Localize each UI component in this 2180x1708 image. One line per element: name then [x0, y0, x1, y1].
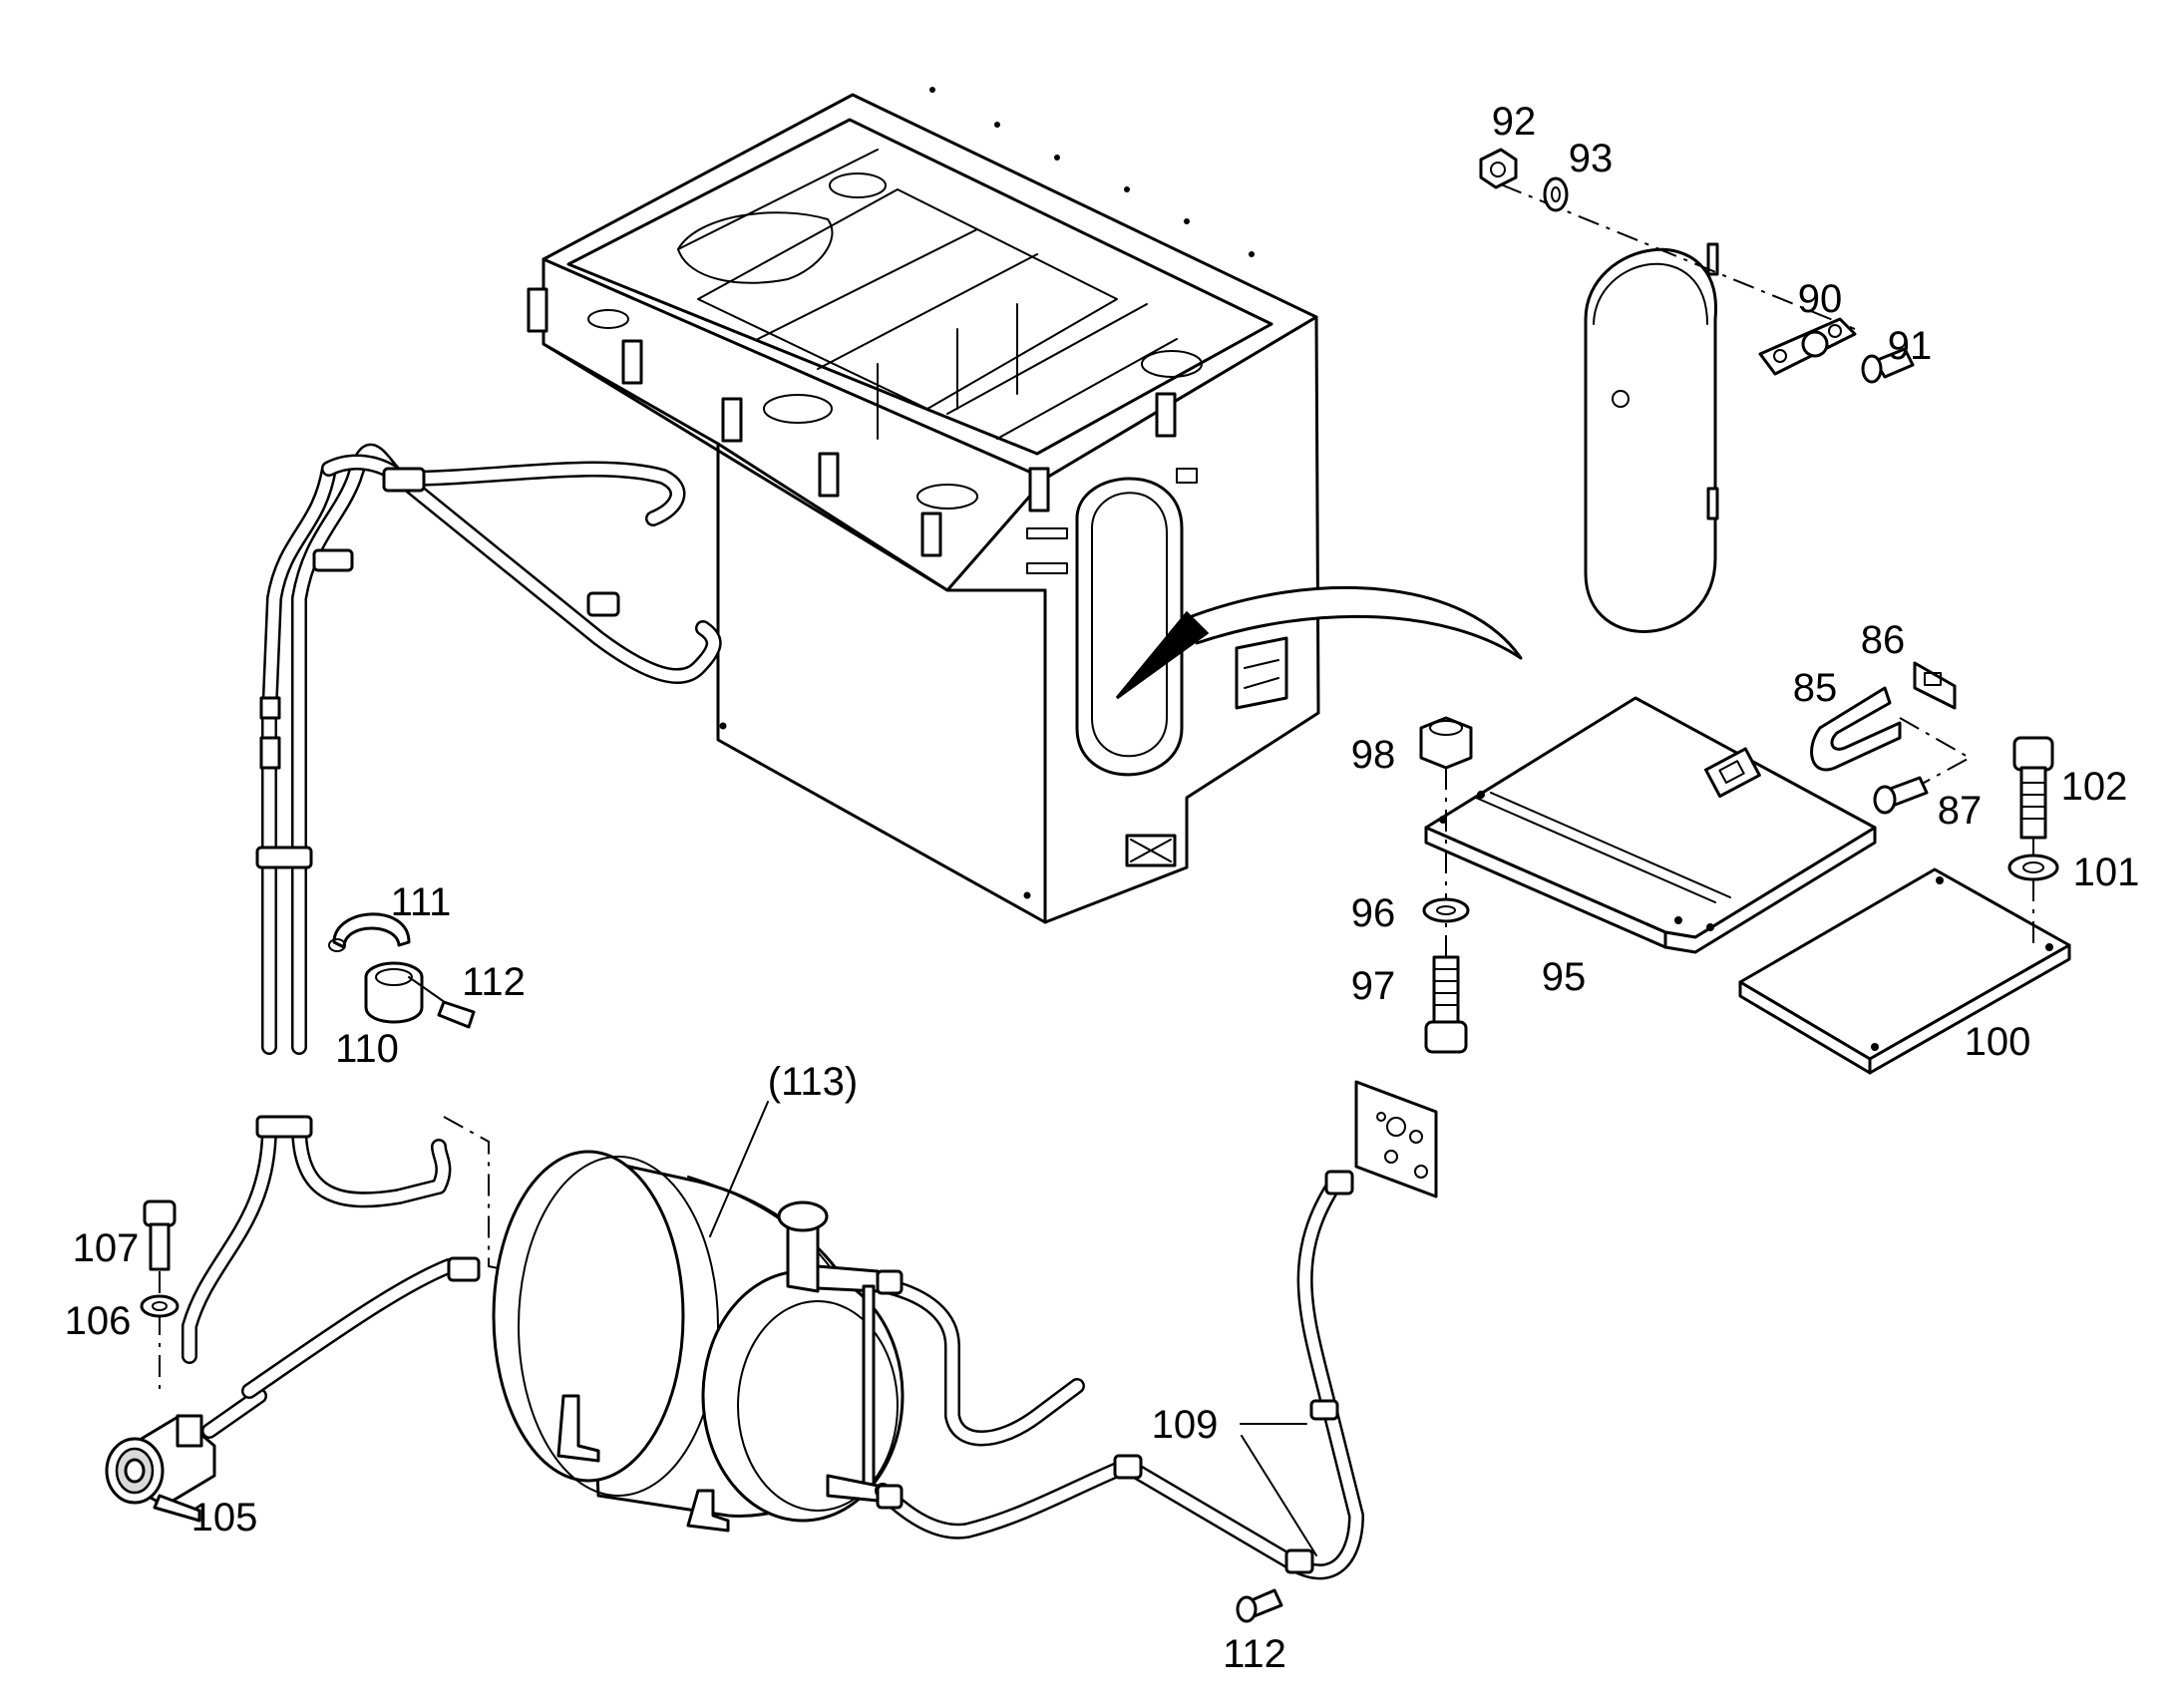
- screw-87: [1873, 776, 1929, 815]
- bolt-97: [1424, 955, 1468, 1054]
- latch-plate-90: [1758, 317, 1857, 376]
- label-87: 87: [1938, 789, 1983, 833]
- label-97: 97: [1351, 964, 1396, 1008]
- label-92: 92: [1492, 100, 1537, 144]
- label-112-upper: 112: [462, 960, 526, 1004]
- tank-113: [492, 1150, 905, 1533]
- access-door: [1584, 242, 1719, 633]
- label-102: 102: [2061, 765, 2128, 809]
- label-100: 100: [1965, 1020, 2031, 1064]
- sleeve-110: [364, 961, 424, 1024]
- label-112-lower: 112: [1223, 1632, 1286, 1676]
- label-110: 110: [335, 1027, 399, 1071]
- label-105: 105: [191, 1496, 258, 1539]
- label-95: 95: [1542, 955, 1587, 999]
- hose-109: [1113, 1170, 1364, 1580]
- washer-106: [140, 1294, 180, 1318]
- cover-plate-100: [1738, 867, 2071, 1075]
- cover-plate-95: [1424, 696, 1877, 954]
- assembly-arrow: [1115, 585, 1523, 700]
- label-109: 109: [1152, 1403, 1219, 1447]
- label-101: 101: [2073, 851, 2140, 894]
- nut-98: [1419, 716, 1473, 770]
- pump-105: [105, 1388, 267, 1523]
- label-113: (113): [768, 1060, 858, 1104]
- flange-plate: [1354, 1080, 1438, 1198]
- label-96: 96: [1351, 891, 1396, 935]
- washer-96: [1422, 897, 1470, 923]
- clip-86: [1913, 661, 1957, 710]
- label-90: 90: [1798, 277, 1843, 321]
- cabinet-frame: [527, 87, 1320, 924]
- label-107: 107: [73, 1226, 140, 1270]
- clip-axis-line: [1899, 717, 1973, 789]
- screw-112-upper: [437, 1000, 476, 1029]
- label-98: 98: [1351, 733, 1396, 777]
- clamp-111: [328, 912, 411, 952]
- screw-112-lower: [1236, 1588, 1283, 1623]
- washer-101: [2007, 854, 2059, 881]
- label-93: 93: [1569, 137, 1614, 180]
- callout-labels: 92 93 90 91 86 85 87 102 101 98 96 97 95…: [65, 100, 2140, 1676]
- label-111: 111: [391, 880, 452, 924]
- bolt-102: [2012, 736, 2054, 840]
- tank-hoses: [447, 1256, 1135, 1539]
- hose-assembly-upper: [182, 443, 722, 1364]
- leader-lines: [709, 1101, 1317, 1556]
- nut-92: [1479, 148, 1518, 189]
- washer-93: [1543, 176, 1569, 212]
- label-91: 91: [1888, 324, 1933, 368]
- screw-91: [1861, 347, 1915, 384]
- label-85: 85: [1793, 666, 1838, 710]
- handle-85: [1810, 686, 1902, 772]
- label-86: 86: [1861, 618, 1906, 662]
- bolt-107: [143, 1199, 177, 1271]
- screw-112-axis: [408, 976, 450, 1006]
- label-106: 106: [65, 1299, 132, 1343]
